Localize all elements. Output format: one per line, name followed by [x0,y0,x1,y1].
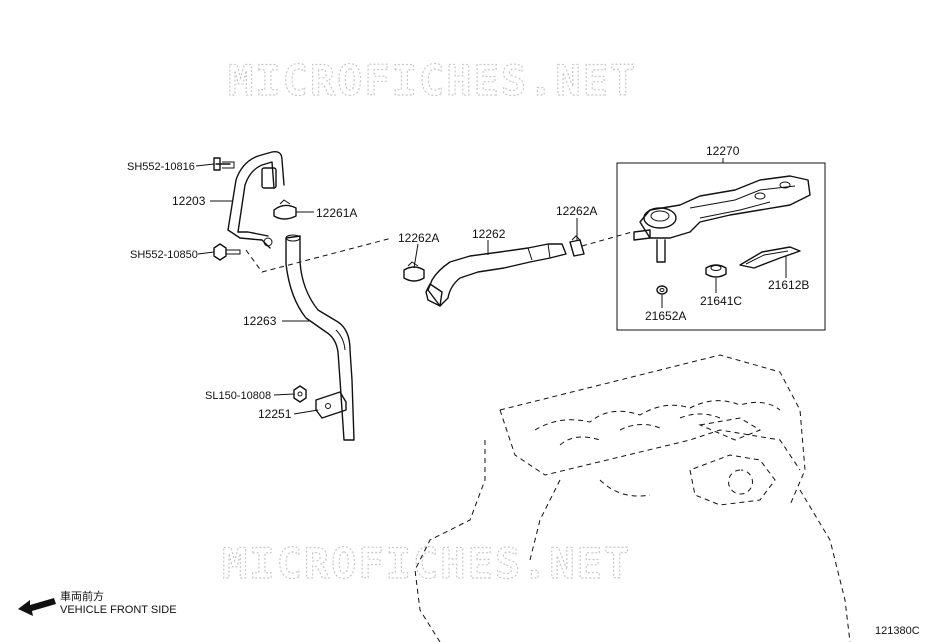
inset-box-12270 [616,162,826,331]
engine-block-outline [414,354,851,642]
callout-21641c: 21641C [700,294,742,308]
bolt-sh552-10850 [213,243,241,261]
nut-sl150-10808 [293,385,307,403]
callout-sl150-10808: SL150-10808 [205,390,271,402]
washer-21652a [656,285,668,295]
clip-12261a [273,199,297,220]
clip-12262a-left [403,261,425,282]
gasket-21612b [739,246,801,269]
callout-12270: 12270 [706,144,740,158]
callout-21652a: 21652A [645,309,686,323]
callout-12261a: 12261A [316,206,357,220]
hose-12262 [425,243,567,307]
diagram-code: 121380C [875,625,920,637]
callout-12263: 12263 [243,314,277,328]
oil-separator-12270 [633,175,811,263]
front-arrow-icon [18,598,56,616]
callout-12262a-right: 12262A [556,204,597,218]
hose-12263 [285,234,355,441]
grommet-21641c [705,264,727,278]
front-label-en: VEHICLE FRONT SIDE [60,604,177,616]
callout-sh552-10816: SH552-10816 [127,161,195,173]
watermark-top: MICROFICHES.NET [228,56,637,105]
callout-21612b: 21612B [768,278,809,292]
callout-12203: 12203 [172,194,206,208]
connection-line-left [245,237,393,273]
watermark-bottom: MICROFICHES.NET [222,539,631,588]
callout-12251: 12251 [258,407,292,421]
callout-12262: 12262 [472,227,506,241]
bolt-sh552-10816 [213,157,235,171]
front-label-jp: 車両前方 [60,589,104,603]
front-direction-indicator: 車両前方 VEHICLE FRONT SIDE [18,589,177,616]
callout-sh552-10850: SH552-10850 [130,249,198,261]
callout-12262a-left: 12262A [398,231,439,245]
connection-line-right [581,231,633,247]
pipe-12203 [227,150,285,249]
leader-lines [195,163,787,415]
clip-12262a-right [569,235,585,257]
